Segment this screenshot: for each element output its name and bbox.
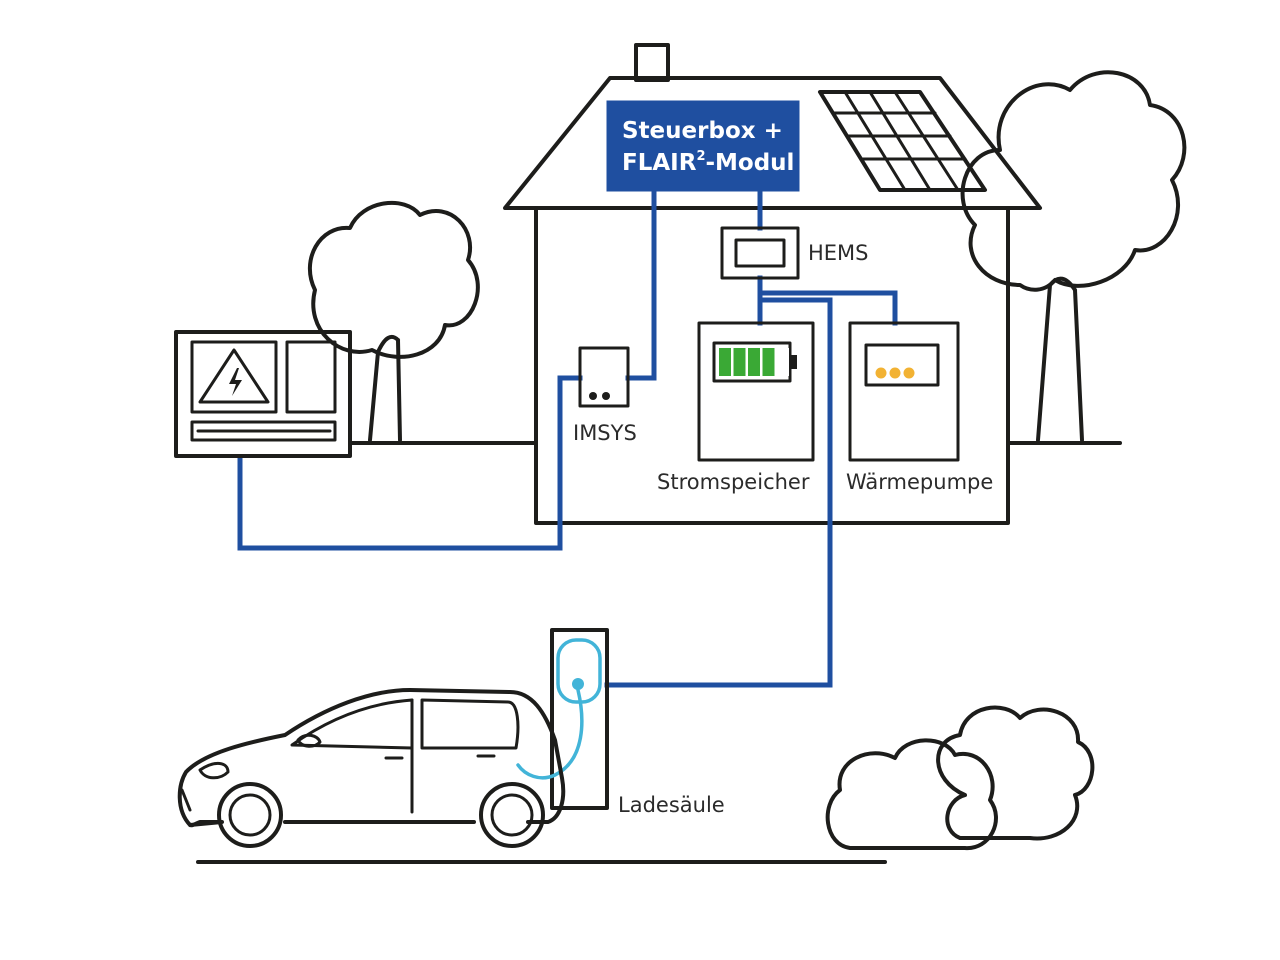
house: [503, 43, 1042, 525]
imsys-device: IMSYS: [573, 346, 637, 445]
connection-wires: [237, 187, 898, 688]
stromspeicher-label: Stromspeicher: [657, 470, 810, 494]
electric-car: [177, 688, 566, 848]
heatpump-dot: [889, 367, 901, 379]
wire-hems-ladesaeule: [604, 297, 833, 688]
waermepumpe-label: Wärmepumpe: [846, 470, 993, 494]
bushes: [825, 705, 1095, 851]
steuerbox-label-modul: -Modul: [705, 150, 794, 176]
heatpump-display-icon: [864, 343, 940, 387]
meter-cabinet: [174, 330, 352, 458]
battery-cell-filled: [719, 348, 731, 376]
battery-cell-filled: [748, 348, 760, 376]
high-voltage-warning-icon: [198, 348, 270, 404]
wire-steuerbox-imsys: [625, 187, 657, 381]
steuerbox-box: [606, 100, 800, 192]
tree-right: [960, 70, 1187, 442]
hems-device: HEMS: [720, 226, 869, 280]
ladesaeule-label: Ladesäule: [618, 793, 725, 817]
steuerbox-label-flair: FLAIR: [622, 150, 697, 176]
waermepumpe-device: Wärmepumpe: [846, 321, 993, 494]
heatpump-dot: [875, 367, 887, 379]
wire-hems-waermepumpe: [757, 290, 898, 326]
heatpump-dot: [903, 367, 915, 379]
chimney: [634, 43, 670, 82]
battery-cell-filled: [733, 348, 746, 376]
solar-panel-icon: [818, 90, 987, 192]
front-wheel: [217, 782, 283, 848]
steuerbox-flair-modul: Steuerbox + FLAIR2-Modul: [606, 100, 800, 192]
wire-meter-imsys: [237, 375, 583, 551]
charging-cable: [516, 688, 584, 780]
hems-label: HEMS: [808, 241, 869, 265]
steuerbox-label-sup: 2: [696, 149, 705, 164]
battery-cell-filled: [762, 348, 775, 376]
rear-wheel: [479, 782, 545, 848]
tree-left: [308, 200, 480, 442]
ladesaeule-charging-station: Ladesäule: [516, 628, 725, 817]
roof: [503, 76, 1042, 210]
battery-icon: [712, 341, 797, 383]
stromspeicher-device: Stromspeicher: [657, 321, 815, 494]
steuerbox-label-line1: Steuerbox +: [622, 118, 783, 144]
house-walls: [534, 206, 1010, 525]
imsys-label: IMSYS: [573, 421, 637, 445]
battery-cell-empty: [777, 348, 789, 376]
steuerbox-label-line2: FLAIR2-Modul: [622, 149, 794, 176]
